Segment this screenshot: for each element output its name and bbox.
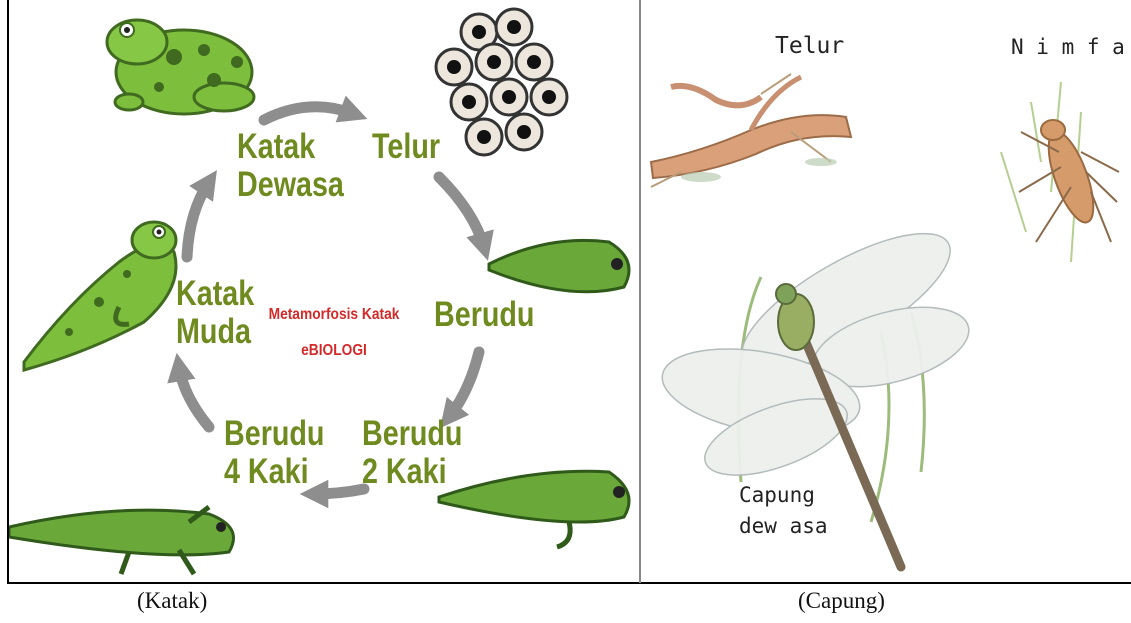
frog-label-tadpole: Berudu bbox=[434, 296, 534, 334]
frog-label-egg: Telur bbox=[372, 128, 440, 166]
frog-eggs-image bbox=[436, 9, 567, 155]
diagram-title-line1: Metamorfosis Katak bbox=[269, 306, 400, 323]
frog-label-tadpole-2-legs: Berudu 2 Kaki bbox=[362, 415, 462, 491]
arrow-egg-to-tadpole bbox=[439, 177, 484, 247]
tadpole-2-legs-image bbox=[439, 471, 629, 547]
arrow-4legs-to-young bbox=[179, 367, 209, 427]
dragonfly-label-nymph: N i m f a bbox=[1011, 33, 1125, 61]
dragonfly-life-cycle-diagram bbox=[641, 2, 1129, 582]
dragonfly-nymph-image bbox=[1001, 82, 1119, 262]
dragonfly-label-adult: Capung dew asa bbox=[739, 480, 828, 542]
frog-label-tadpole-4-legs: Berudu 4 Kaki bbox=[224, 415, 324, 491]
young-frog-image bbox=[24, 222, 176, 370]
caption-frog: (Katak) bbox=[137, 588, 207, 614]
caption-dragonfly: (Capung) bbox=[798, 588, 885, 614]
frame-bottom-border bbox=[7, 582, 1131, 584]
frog-label-adult: Katak Dewasa bbox=[237, 128, 344, 204]
adult-frog-image bbox=[107, 20, 254, 114]
frog-label-young: Katak Muda bbox=[176, 275, 254, 351]
dragonfly-label-egg: Telur bbox=[775, 32, 844, 60]
tadpole-4-legs-image bbox=[9, 507, 234, 574]
arrow-young-to-adult bbox=[187, 182, 209, 257]
diagram-title-line2: eBIOLOGI bbox=[301, 342, 367, 359]
tadpole-image bbox=[489, 240, 629, 291]
diagram-title: Metamorfosis Katak eBIOLOGI bbox=[265, 288, 403, 360]
arrow-adult-to-egg bbox=[264, 107, 354, 120]
arrow-tadpole-to-2legs bbox=[449, 352, 479, 417]
dragonfly-eggs-image bbox=[651, 74, 851, 187]
